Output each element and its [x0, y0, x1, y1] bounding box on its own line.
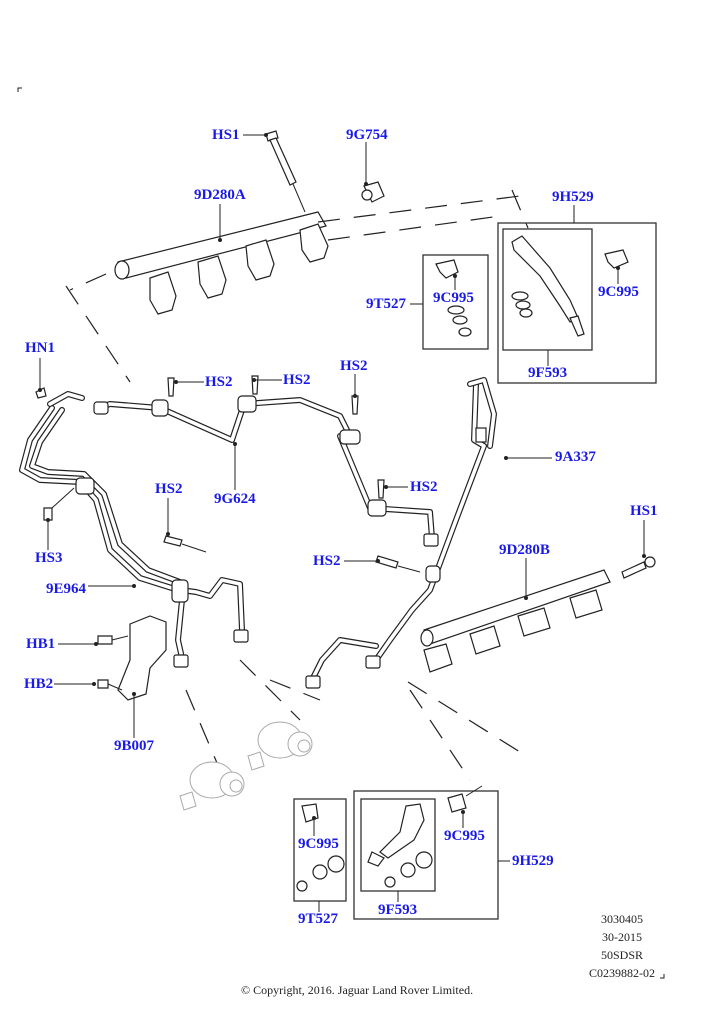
callout-hs2-f[interactable]: HS2	[313, 553, 341, 569]
fuel-pipe-mid	[337, 429, 439, 547]
callout-9f593-bottom[interactable]: 9F593	[378, 902, 418, 918]
callout-9g754[interactable]: 9G754	[346, 127, 388, 143]
reference-block: 3030405 30-2015 50SDSR C0239882-02	[578, 913, 666, 979]
injector-bottom	[367, 803, 425, 867]
seals-bottom	[296, 851, 433, 892]
reference-line-4: C0239882-02	[589, 966, 655, 980]
kit-box-9t527-bottom	[293, 798, 347, 902]
callout-9c995-bottom-right[interactable]: 9C995	[444, 828, 485, 844]
fuel-pipe-9a337	[305, 377, 497, 689]
reference-line-2: 30-2015	[602, 930, 642, 944]
callout-9g624[interactable]: 9G624	[214, 491, 256, 507]
crop-mark-bottom-right	[660, 974, 665, 979]
callout-hb1[interactable]: HB1	[26, 636, 56, 652]
callout-9d280a[interactable]: 9D280A	[194, 187, 246, 203]
kit-box-9h529-top	[497, 222, 657, 384]
bracket-9b007	[97, 615, 167, 701]
reference-line-3: 50SDSR	[600, 948, 644, 962]
kit-box-9t527-top	[422, 254, 489, 350]
callout-9h529-top[interactable]: 9H529	[552, 189, 594, 205]
callout-9a337[interactable]: 9A337	[555, 449, 596, 465]
clips-top	[435, 249, 629, 279]
callout-hb2[interactable]: HB2	[24, 676, 54, 692]
kit-box-9h529-bottom	[353, 790, 499, 920]
callout-9f593-top[interactable]: 9F593	[528, 365, 568, 381]
fuel-rail-9d280a	[114, 211, 329, 315]
callout-hs2-a[interactable]: HS2	[205, 374, 233, 390]
bolt-hs1-top	[265, 130, 306, 213]
high-pressure-pumps	[179, 721, 313, 811]
callout-hs2-e[interactable]: HS2	[155, 481, 183, 497]
callout-9c995-top-right[interactable]: 9C995	[598, 284, 639, 300]
callout-9t527-bottom[interactable]: 9T527	[298, 911, 339, 927]
callout-9e964[interactable]: 9E964	[46, 581, 87, 597]
crop-mark-top-left	[17, 87, 22, 92]
callout-hs2-c[interactable]: HS2	[340, 358, 368, 374]
callout-9h529-bottom[interactable]: 9H529	[512, 853, 554, 869]
callout-hn1[interactable]: HN1	[25, 340, 55, 356]
o-rings-top	[447, 291, 533, 337]
injector-top	[511, 235, 585, 337]
reference-line-1: 3030405	[601, 912, 643, 926]
callout-9d280b[interactable]: 9D280B	[499, 542, 550, 558]
callout-9t527-top[interactable]: 9T527	[366, 296, 407, 312]
copyright-notice: © Copyright, 2016. Jaguar Land Rover Lim…	[241, 983, 474, 997]
pressure-sensor-9g754	[361, 181, 385, 203]
callout-hs3[interactable]: HS3	[35, 550, 63, 566]
leader-lines	[38, 133, 646, 912]
callout-9b007[interactable]: 9B007	[114, 738, 155, 754]
fuel-pipe-9g624	[47, 391, 353, 443]
fuel-pipe-9e964	[19, 405, 249, 668]
callout-hs2-d[interactable]: HS2	[410, 479, 438, 495]
callout-hs1-right[interactable]: HS1	[630, 503, 658, 519]
callout-9c995-top-left[interactable]: 9C995	[433, 290, 474, 306]
callout-hs1-top[interactable]: HS1	[212, 127, 240, 143]
callout-hs2-b[interactable]: HS2	[283, 372, 311, 388]
clips-bottom	[301, 793, 467, 823]
fuel-rail-9d280b	[420, 556, 656, 673]
callout-9c995-bottom-left[interactable]: 9C995	[298, 836, 339, 852]
